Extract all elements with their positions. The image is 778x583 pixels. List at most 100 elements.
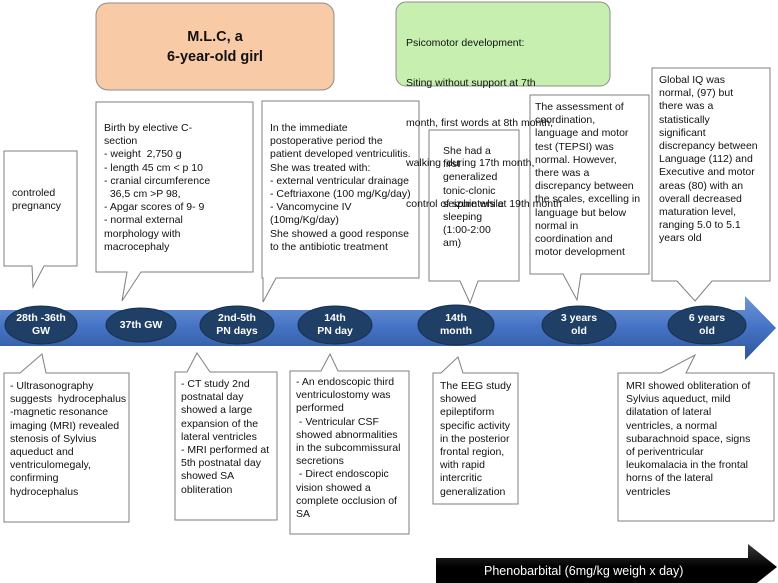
note-line: frontal region, [440,446,505,459]
title-box-shape [95,2,335,91]
note-line: generalized [443,171,498,184]
bottom-callout-shape [432,356,519,505]
note-line: Executive and motor [659,166,755,179]
note-line: Language (112) and [659,153,753,166]
psicomotor-line: month, first words at 8th month, [406,117,554,130]
note-line: obliteration [181,483,233,496]
treatment-arrow-shape [436,544,777,583]
note-line: significant [659,126,706,139]
psicomotor-development: Psicomotor development: Siting without s… [396,2,610,210]
note-line: of periventricular [626,446,704,459]
note-line: - Ventricular CSF [296,415,379,428]
top-callout-shape [95,101,254,302]
note-line: the scales, excelling in [535,193,641,206]
note-line: -magnetic resonance [10,406,109,419]
note-line: test (TEPSI) was [535,140,614,153]
note-line: dilatation of lateral [626,406,712,419]
timeline-node-shape [199,305,275,345]
note-line: - Direct endoscopic [296,468,389,481]
note-line: 5th postnatal day [181,457,261,470]
note-seizure: She had a first generalized tonic-clonic… [443,145,519,251]
note-line: horns of the lateral [626,472,713,485]
note-line: language but below [535,206,627,219]
note-line: lateral ventricles [181,430,257,443]
note-ultrasonography: - Ultrasonography suggests hydrocephalus… [10,380,130,499]
timeline-node-shape [297,305,373,345]
note-line: years old [659,232,702,245]
note-pregnancy: controled pregnancy [12,187,76,213]
note-line: confirming [10,472,59,485]
note-line: Sylvius aqueduct, mild [626,393,731,406]
psicomotor-line: Psicomotor development: [406,36,525,49]
treatment-label: Phenobarbital (6mg/kg weigh x day) [484,564,684,578]
note-line: imaging (MRI) revealed [10,419,120,432]
note-line: to the antibiotic treatment [270,240,388,253]
note-line: Global IQ was [659,74,725,86]
note-line: normal, (97) but [659,87,734,100]
note-line: - external ventricular drainage [270,174,409,187]
note-line: She was treated with: [270,161,371,174]
note-line: morphology with [104,227,181,240]
note-line: pregnancy [12,200,62,213]
note-line: She showed a good response [270,227,409,240]
note-line: aqueduct and [10,446,74,459]
note-line: there was a [535,167,590,180]
bottom-callout-shape [3,353,130,523]
note-line: tonic-clonic [443,184,496,197]
note-line: suggests hydrocephalus [10,393,127,406]
note-line: motor development [535,246,625,259]
note-line: coordination and [535,233,613,246]
note-birth: Birth by elective C- section - weight 2,… [104,122,252,254]
case-title: M.L.C, a 6-year-old girl [167,28,263,65]
note-line: stenosis of Sylvius [10,432,97,445]
note-line: controled [12,187,56,199]
note-line: with rapid [440,459,485,472]
note-line: vision showed a [296,481,371,494]
note-line: hydrocephalus [10,485,79,498]
note-line: showed abnormalities [296,428,398,441]
timeline-node-37gw: 37th GW [119,318,163,331]
note-eeg: The EEG study showed epileptiform specif… [440,380,520,499]
note-ct-study: - CT study 2nd postnatal day showed a la… [181,378,277,497]
note-line: complete occlusion of [296,494,397,507]
timeline-node-3years: 3 years old [560,312,598,337]
note-line: macrocephaly [104,240,170,253]
note-line: ventricles [626,485,671,498]
psicomotor-line: Siting without support at 7th [406,77,536,90]
note-line: showed a large [181,404,253,417]
note-line: - MRI performed at [181,444,270,457]
note-line: there was a [659,100,714,113]
note-line: SA [296,508,311,521]
note-line: ventriculomegaly, [10,459,91,472]
note-line: ventricles, a normal [626,419,718,432]
psicomotor-box-shape [395,1,611,87]
note-line: am) [443,237,462,250]
bottom-callout-shape [174,352,278,521]
note-line: language and motor [535,127,629,140]
note-line: statistically [659,113,710,126]
note-line: maturation level, [659,206,737,219]
note-line: coordination, [535,114,596,127]
top-callout-shape [261,100,420,303]
note-line: - An endoscopic third [296,376,395,388]
note-line: - Vancomycine IV [270,201,352,214]
note-line: showed [440,393,477,406]
timeline-node-shape [541,305,617,345]
timeline-node-shape [667,305,747,345]
bottom-callout-shape [617,353,775,522]
note-line: discrepancy between [659,140,758,153]
note-line: expansion of the [181,417,259,430]
note-line: 36,5 cm >P 98, [104,188,181,201]
note-line: postnatal day [181,391,244,404]
note-line: sleeping [443,211,483,224]
psicomotor-line: control of sphinters at 19th month [406,197,562,210]
note-line: secretions [296,455,344,468]
note-line: patient developed ventriculitis. [270,148,411,161]
note-line: The assessment of [535,101,624,113]
note-line: in the posterior [440,432,510,445]
top-callout-shape [651,67,771,302]
note-line: performed [296,402,344,415]
note-line: leukomalacia in the frontal [626,459,748,472]
note-line: - CT study 2nd [181,378,250,390]
